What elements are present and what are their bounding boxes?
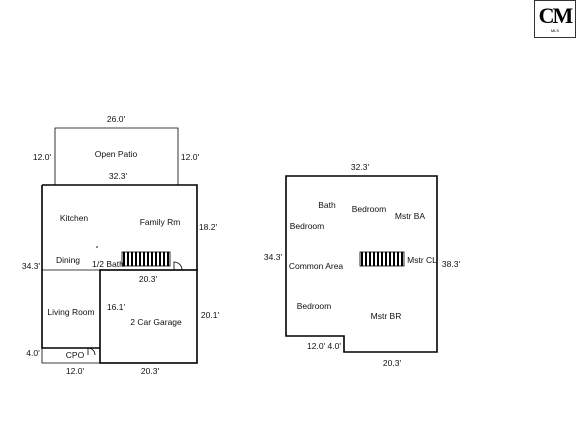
dim-garage-left: 16.1' [107, 302, 126, 312]
door-swing [173, 261, 183, 271]
garage-outline [99, 269, 198, 364]
room-bedroom-left: Bedroom [290, 221, 325, 231]
room-kitchen: Kitchen [60, 213, 89, 223]
dim-right-upper: 18.2' [199, 222, 218, 232]
room-bath: Bath [318, 200, 336, 210]
first-floor-plan: 26.0' 12.0' 12.0' 32.3' 18.2' 34.3' 20.3… [22, 114, 220, 376]
brand-logo: CM MLS [534, 0, 576, 38]
second-floor-plan: 32.3' 34.3' 38.3' 12.0' 4.0' 20.3' Bath … [264, 162, 461, 368]
logo-mark: CM [538, 3, 574, 28]
room-family: Family Rm [140, 217, 181, 227]
logo-subtext: MLS [550, 28, 560, 33]
room-garage: 2 Car Garage [130, 317, 182, 327]
room-open-patio: Open Patio [95, 149, 138, 159]
dim-upper-top: 32.3' [351, 162, 370, 172]
room-bedroom-top: Bedroom [352, 204, 387, 214]
dim-upper-bottom: 20.3' [383, 358, 402, 368]
room-master-bedroom: Mstr BR [371, 311, 402, 321]
room-master-bath: Mstr BA [395, 211, 426, 221]
room-cpo: CPO [66, 350, 85, 360]
dim-patio-right: 12.0' [181, 152, 200, 162]
dot-marker [96, 246, 98, 248]
house-outline-top [42, 184, 198, 270]
dim-upper-left: 34.3' [264, 252, 283, 262]
stairs-icon [121, 251, 171, 267]
dim-left-depth: 34.3' [22, 261, 41, 271]
dim-garage-top: 20.3' [139, 274, 158, 284]
door-swing [87, 347, 96, 356]
room-common-area: Common Area [289, 261, 344, 271]
dim-upper-notch: 12.0' 4.0' [307, 341, 341, 351]
dim-patio-width: 26.0' [107, 114, 126, 124]
dim-garage-bottom: 20.3' [141, 366, 160, 376]
dim-cpo-width: 12.0' [66, 366, 85, 376]
cpo-outline [41, 348, 100, 364]
room-master-closet: Mstr CL [407, 255, 437, 265]
second-floor-outline [285, 175, 438, 353]
room-half-bath: 1/2 Bath [92, 259, 124, 269]
dim-cpo-depth: 4.0' [26, 348, 40, 358]
dim-upper-right: 38.3' [442, 259, 461, 269]
patio-outline [54, 127, 179, 185]
dim-garage-right: 20.1' [201, 310, 220, 320]
room-living: Living Room [47, 307, 94, 317]
dim-house-top: 32.3' [109, 171, 128, 181]
stairs-icon [359, 251, 405, 267]
room-dining: Dining [56, 255, 80, 265]
dim-patio-left: 12.0' [33, 152, 52, 162]
room-bedroom-bottom: Bedroom [297, 301, 332, 311]
